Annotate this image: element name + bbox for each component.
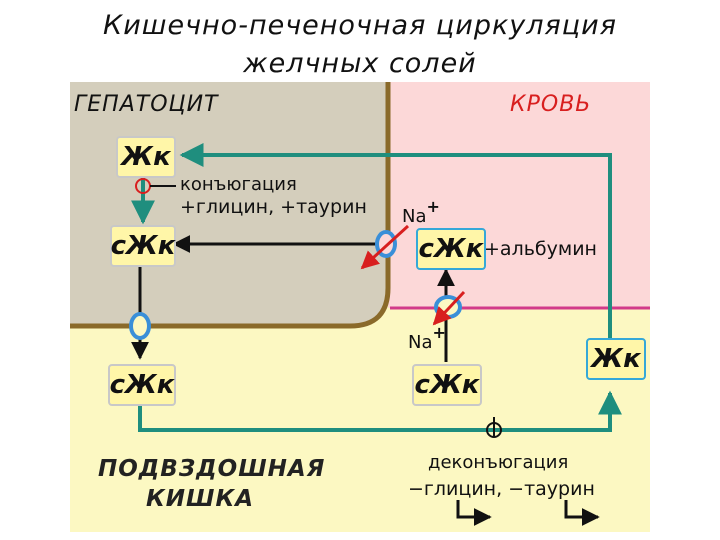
szhk-hepatocyte-box: сЖк (110, 225, 176, 267)
ileum-label-line2: КИШКА (146, 486, 255, 512)
diagram-title-line1: Кишечно-печеночная циркуляция (103, 10, 617, 41)
szhk-intestine-box: сЖк (108, 364, 176, 406)
deconjugation-label: деконъюгация (428, 452, 569, 473)
glycine-release-arrow (456, 500, 492, 526)
albumin-label: +альбумин (484, 238, 597, 260)
szhk-enterocyte-box: сЖк (412, 364, 482, 406)
zhk-blood-box: Жк (586, 338, 646, 380)
conjugation-reagents-label: +глицин, +таурин (180, 196, 367, 218)
conjugation-label: конъюгация (180, 174, 297, 195)
sodium-symbol: Na (408, 332, 433, 353)
taurine-release-arrow (564, 500, 600, 526)
sodium-arrow-hepatocyte (360, 224, 410, 270)
blood-to-hepatocyte-arrow (179, 143, 612, 340)
sodium-charge: + (426, 197, 440, 216)
hepatocyte-membrane (70, 82, 391, 329)
sodium-charge: + (432, 323, 446, 342)
sodium-symbol: Na (402, 206, 427, 227)
sodium-arrow-ileum (432, 290, 466, 326)
szhk-blood-box: сЖк (416, 228, 486, 270)
portal-return-arrow (138, 390, 622, 432)
sodium-label-ileum: Na+ (408, 323, 446, 353)
ileum-label-line1: ПОДВЗДОШНАЯ (98, 456, 326, 482)
blood-region (388, 82, 650, 308)
sodium-label-hepatocyte: Na+ (402, 197, 440, 227)
diagram-title-line2: желчных солей (243, 48, 477, 79)
zhk-hepatocyte-box: Жк (116, 136, 176, 178)
blood-label: КРОВЬ (510, 92, 592, 117)
deconjugation-products-label: −глицин, −таурин (408, 478, 595, 500)
hepatocyte-label: ГЕПАТОЦИТ (74, 92, 219, 117)
canalicular-transporter (129, 312, 151, 340)
